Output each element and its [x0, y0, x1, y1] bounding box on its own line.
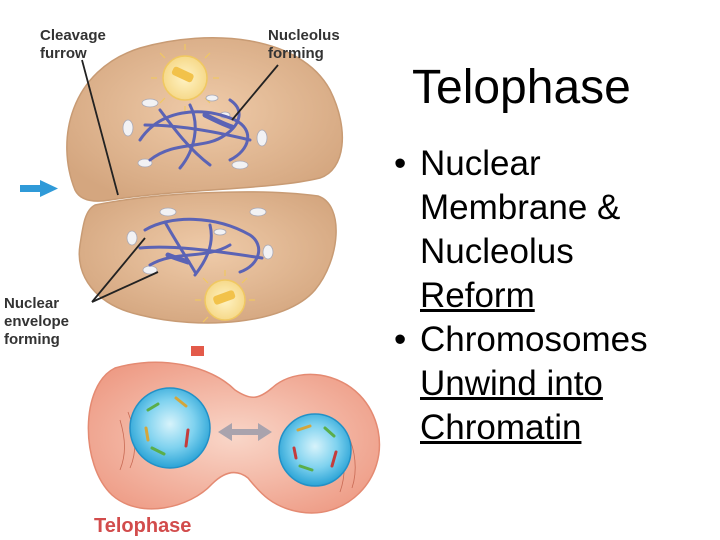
- bullet-line: Membrane &: [420, 188, 621, 227]
- nucleolus-forming-lower: [195, 270, 255, 323]
- slide-title: Telophase: [412, 61, 631, 114]
- nucleolus-label-1: Nucleolus: [268, 27, 340, 44]
- bullet-item-unwind: • Chromosomes Unwind into Chromatin: [392, 318, 717, 450]
- envelope-label-1: Nuclear: [4, 295, 59, 312]
- bullet-line: Nuclear: [420, 144, 541, 183]
- underlined-term: Chromatin: [420, 408, 582, 447]
- underlined-term: Unwind into: [420, 364, 603, 403]
- underlined-term: Reform: [420, 276, 535, 315]
- bullet-marker: •: [394, 320, 407, 359]
- red-marker: [191, 346, 204, 356]
- nucleolus-forming-upper: [151, 44, 219, 112]
- bullet-item-reform: • Nuclear Membrane & Nucleolus Reform: [392, 142, 717, 318]
- bullet-line: Nucleolus: [420, 232, 574, 271]
- bullet-line: Reform: [420, 274, 717, 318]
- lower-daughter-cell: [78, 191, 337, 324]
- envelope-label-2: envelope: [4, 313, 69, 330]
- bullet-list: • Nuclear Membrane & Nucleolus Reform • …: [392, 142, 717, 450]
- telophase-bottom-cell: [87, 361, 381, 514]
- cleavage-label-2: furrow: [40, 45, 87, 62]
- cleavage-label-1: Cleavage: [40, 27, 106, 44]
- envelope-pointer-1: [91, 271, 159, 303]
- separation-arrow-icon: [218, 423, 272, 441]
- bullet-line: Chromatin: [420, 406, 717, 450]
- telophase-figure: Cleavage furrow Nucleolus forming Nuclea…: [4, 27, 381, 537]
- telophase-caption: Telophase: [94, 515, 191, 537]
- bullet-line: Unwind into: [420, 362, 717, 406]
- upper-daughter-cell: [66, 37, 343, 202]
- envelope-pointer-2: [91, 237, 146, 303]
- nucleolus-pointer: [231, 64, 279, 121]
- chromatin-upper: [138, 98, 252, 170]
- envelope-label-3: forming: [4, 331, 60, 348]
- nucleolus-label-2: forming: [268, 45, 324, 62]
- right-arrow-icon: [20, 180, 58, 197]
- bullet-marker: •: [394, 144, 407, 183]
- cleavage-furrow-pointer: [81, 59, 119, 196]
- bullet-line: Chromosomes: [420, 320, 648, 359]
- chromatin-lower: [138, 217, 264, 277]
